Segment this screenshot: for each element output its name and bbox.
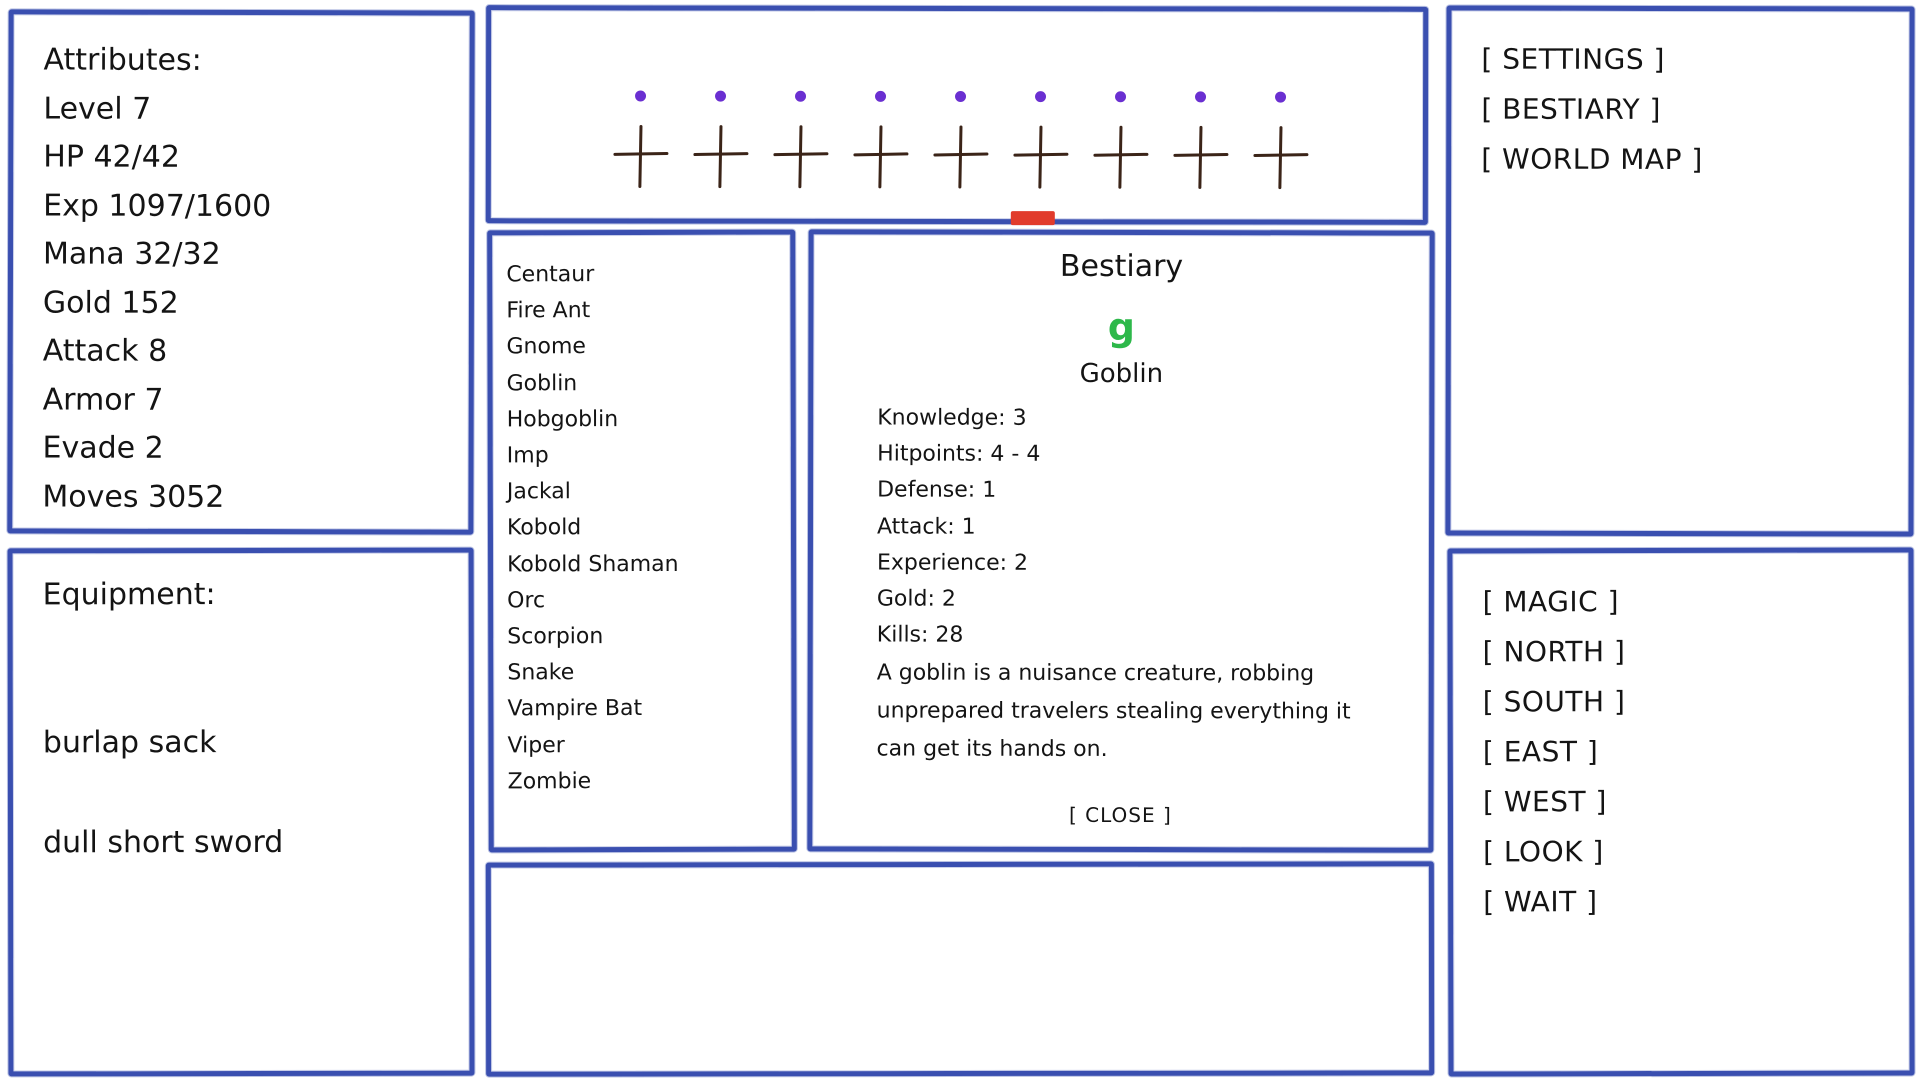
equipment-panel: Equipment: burlap sack dull short sword — [7, 547, 475, 1077]
world-map-button[interactable]: [ WORLD MAP ] — [1481, 142, 1703, 177]
bestiary-title: Bestiary — [1059, 248, 1184, 285]
monster-description: A goblin is a nuisance creature, robbing… — [876, 660, 1351, 762]
map-tile — [1251, 82, 1311, 192]
monster-item-scorpion[interactable]: Scorpion — [507, 624, 604, 650]
monster-item-jackal[interactable]: Jackal — [506, 479, 571, 505]
north-button[interactable]: [ NORTH ] — [1482, 635, 1626, 669]
bestiary-detail-panel: Bestiary g Goblin Knowledge: 3 Hitpoints… — [807, 229, 1435, 853]
monster-item-hobgoblin[interactable]: Hobgoblin — [506, 406, 619, 433]
grave-cross-icon — [693, 125, 749, 189]
monster-item-goblin[interactable]: Goblin — [506, 370, 578, 396]
stat-level: Level 7 — [43, 90, 152, 127]
close-button[interactable]: [ CLOSE ] — [1068, 802, 1172, 828]
attributes-list: Attributes: Level 7 HP 42/42 Exp 1097/16… — [42, 36, 271, 522]
monster-experience: Experience: 2 — [876, 550, 1029, 576]
map-panel — [485, 5, 1429, 226]
map-tile — [611, 80, 671, 190]
monster-name: Goblin — [1079, 358, 1164, 390]
west-button[interactable]: [ WEST ] — [1482, 785, 1607, 819]
monster-item-vampire-bat[interactable]: Vampire Bat — [507, 696, 643, 722]
map-tile — [931, 81, 991, 191]
grave-cross-icon — [933, 125, 989, 189]
wait-button[interactable]: [ WAIT ] — [1483, 885, 1598, 919]
monster-stats: Knowledge: 3 Hitpoints: 4 - 4 Defense: 1… — [877, 400, 1041, 654]
monster-gold: Gold: 2 — [876, 586, 956, 612]
purple-dot-icon — [1195, 91, 1207, 103]
settings-button[interactable]: [ SETTINGS ] — [1481, 42, 1665, 76]
goblin-glyph-icon: g — [1107, 304, 1136, 350]
grave-cross-icon — [773, 125, 829, 189]
purple-dot-icon — [795, 90, 807, 102]
purple-dot-icon — [955, 90, 967, 103]
grave-cross-icon — [1253, 126, 1309, 190]
equipment-item-short-sword[interactable]: dull short sword — [43, 824, 284, 861]
attributes-panel: Attributes: Level 7 HP 42/42 Exp 1097/16… — [7, 9, 475, 535]
stat-gold: Gold 152 — [42, 284, 179, 321]
equipment-item-burlap-sack[interactable]: burlap sack — [42, 725, 217, 761]
stat-evade: Evade 2 — [42, 430, 164, 466]
map-tile — [1091, 81, 1151, 191]
monster-item-kobold[interactable]: Kobold — [506, 515, 582, 541]
monster-item-zombie[interactable]: Zombie — [507, 768, 592, 795]
map-grid — [611, 80, 1331, 191]
stat-exp: Exp 1097/1600 — [43, 187, 272, 224]
monster-item-kobold-shaman[interactable]: Kobold Shaman — [507, 551, 679, 577]
grave-cross-icon — [1093, 125, 1149, 189]
system-menu-panel: [ SETTINGS ] [ BESTIARY ] [ WORLD MAP ] — [1445, 5, 1915, 537]
look-button[interactable]: [ LOOK ] — [1483, 835, 1604, 869]
monster-item-imp[interactable]: Imp — [506, 443, 549, 469]
purple-dot-icon — [875, 90, 887, 102]
stat-hp: HP 42/42 — [43, 139, 180, 175]
monster-item-gnome[interactable]: Gnome — [506, 334, 586, 360]
monster-knowledge: Knowledge: 3 — [877, 405, 1027, 431]
bestiary-button[interactable]: [ BESTIARY ] — [1481, 92, 1661, 126]
map-tile — [691, 81, 751, 191]
map-tile — [771, 81, 831, 191]
monster-kills: Kills: 28 — [876, 622, 964, 648]
monster-item-fire-ant[interactable]: Fire Ant — [506, 298, 591, 324]
map-tile — [1011, 81, 1071, 191]
system-menu: [ SETTINGS ] [ BESTIARY ] [ WORLD MAP ] — [1481, 35, 1703, 185]
player-marker-icon — [1010, 211, 1055, 226]
east-button[interactable]: [ EAST ] — [1482, 735, 1599, 769]
monster-defense: Defense: 1 — [877, 477, 997, 504]
grave-cross-icon — [613, 124, 669, 188]
purple-dot-icon — [715, 90, 727, 102]
magic-button[interactable]: [ MAGIC ] — [1482, 585, 1620, 619]
action-menu-panel: [ MAGIC ] [ NORTH ] [ SOUTH ] [ EAST ] [… — [1447, 547, 1915, 1077]
bestiary-list-panel: Centaur Fire Ant Gnome Goblin Hobgoblin … — [487, 229, 797, 853]
equipment-title: Equipment: — [42, 577, 216, 613]
purple-dot-icon — [1115, 91, 1127, 103]
map-tile — [851, 81, 911, 191]
grave-cross-icon — [1173, 125, 1229, 189]
message-log-panel — [485, 861, 1435, 1077]
south-button[interactable]: [ SOUTH ] — [1482, 685, 1626, 719]
monster-item-orc[interactable]: Orc — [507, 588, 546, 614]
attributes-title: Attributes: — [43, 42, 202, 78]
monster-item-viper[interactable]: Viper — [507, 732, 565, 758]
grave-cross-icon — [1013, 125, 1069, 189]
monster-attack: Attack: 1 — [877, 514, 976, 540]
purple-dot-icon — [1035, 91, 1047, 103]
monster-item-snake[interactable]: Snake — [507, 660, 575, 686]
stat-mana: Mana 32/32 — [43, 236, 221, 272]
monster-list: Centaur Fire Ant Gnome Goblin Hobgoblin … — [506, 257, 679, 800]
stat-attack: Attack 8 — [42, 333, 168, 369]
action-menu: [ MAGIC ] [ NORTH ] [ SOUTH ] [ EAST ] [… — [1483, 577, 1626, 927]
monster-item-centaur[interactable]: Centaur — [506, 262, 595, 288]
stat-moves: Moves 3052 — [42, 478, 225, 515]
stat-armor: Armor 7 — [42, 381, 164, 418]
purple-dot-icon — [1275, 91, 1287, 103]
grave-cross-icon — [853, 125, 909, 189]
monster-hitpoints: Hitpoints: 4 - 4 — [877, 441, 1041, 468]
map-tile — [1171, 81, 1231, 191]
purple-dot-icon — [635, 90, 647, 102]
